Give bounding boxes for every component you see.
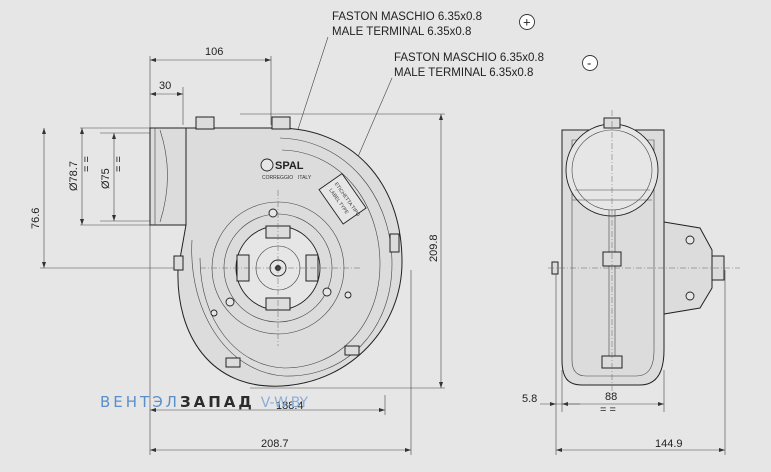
screw-top — [268, 208, 278, 218]
plus-symbol-circle — [519, 14, 535, 30]
spal-logo: SPAL CORREGGIO ITALY — [260, 158, 312, 181]
clip-right — [389, 233, 400, 253]
clip-left — [173, 255, 184, 271]
side-housing-inner — [571, 139, 655, 377]
screw-outer-left — [210, 309, 218, 317]
clip-bottom-left — [225, 357, 241, 368]
dim-208-label: 208.7 — [261, 438, 289, 450]
outlet-duct — [149, 127, 187, 226]
dim-arrows-88 — [658, 402, 664, 406]
minus-icon: - — [587, 56, 591, 71]
dim-76-label: 76.6 — [30, 208, 42, 229]
clip-bottom-right — [344, 345, 360, 356]
watermark-part2: ЗАПАД — [180, 393, 255, 411]
watermark: ВЕНТЭЛЗАПАД V-W.BY — [100, 393, 309, 411]
sticker-outline — [318, 172, 367, 225]
dim-30-label: 30 — [159, 80, 171, 92]
dim-75-eq: = = — [113, 156, 125, 172]
terminal-minus-line1: FASTON MASCHIO 6.35x0.8 — [394, 52, 544, 64]
side-terminal-2 — [685, 291, 695, 301]
spal-country-text: ITALY — [298, 175, 312, 181]
dim-209-label: 209.8 — [428, 234, 440, 262]
screw-left — [225, 297, 235, 307]
side-view: 5.8 88 = = 144.9 — [522, 110, 740, 455]
screw-outer-right — [344, 291, 352, 299]
housing-inner-rim-2 — [199, 149, 381, 369]
terminal-plus-line1: FASTON MASCHIO 6.35x0.8 — [332, 11, 482, 23]
dim-5-8-label: 5.8 — [522, 393, 537, 405]
label-sticker: ETICHETTA TIPO LABEL TYPE — [318, 172, 367, 225]
plus-icon: + — [523, 15, 531, 30]
terminal-minus-line2: MALE TERMINAL 6.35x0.8 — [394, 67, 533, 79]
clip-top-right — [271, 116, 291, 130]
front-view: SPAL CORREGGIO ITALY ETICHETTA TIPO LABE… — [30, 46, 445, 455]
terminal-callout-minus: FASTON MASCHIO 6.35x0.8 MALE TERMINAL 6.… — [321, 52, 598, 241]
terminal-plus-line2: MALE TERMINAL 6.35x0.8 — [332, 26, 471, 38]
dim-88-label: 88 — [605, 391, 617, 403]
dim-106-label: 106 — [205, 46, 223, 58]
screw-right — [322, 287, 332, 297]
dim-188-label: 188.4 — [276, 400, 304, 412]
watermark-part1: ВЕНТЭЛ — [100, 393, 180, 411]
dim-75-label: Ø75 — [100, 168, 112, 189]
dim-78-label: Ø78.7 — [68, 161, 80, 191]
spal-brand-text: SPAL — [275, 160, 304, 172]
outlet-duct-shading — [154, 128, 168, 225]
dim-78-eq: = = — [81, 156, 93, 172]
watermark-part3: V-W.BY — [261, 395, 309, 411]
dim-144-label: 144.9 — [655, 438, 683, 450]
spal-logo-icon — [260, 158, 274, 172]
side-terminal-1 — [685, 235, 695, 245]
dim-88-eq: = = — [600, 404, 616, 416]
clip-top-left — [195, 116, 215, 130]
spal-city-text: CORREGGIO — [262, 175, 293, 181]
terminal-callout-plus: FASTON MASCHIO 6.35x0.8 MALE TERMINAL 6.… — [261, 11, 535, 241]
watermark-text: ВЕНТЭЛЗАПАД V-W.BY — [100, 393, 309, 411]
housing-inner-rim — [191, 137, 393, 377]
minus-symbol-circle — [582, 55, 598, 71]
